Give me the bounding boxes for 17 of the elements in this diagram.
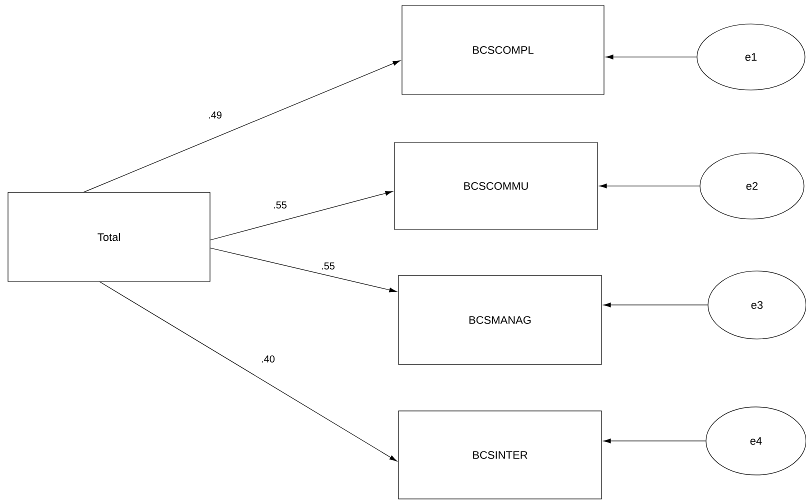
arrow — [210, 248, 397, 292]
arrow — [99, 281, 398, 462]
arrow — [83, 60, 400, 192]
variable-box: BCSCOMPL — [402, 5, 604, 95]
edge-label: .49 — [207, 110, 223, 120]
edge-label: .40 — [260, 354, 276, 364]
arrow — [603, 302, 708, 308]
arrow — [603, 438, 706, 444]
arrow — [606, 54, 697, 60]
variable-box: BCSCOMMU — [394, 142, 598, 230]
arrow — [599, 184, 700, 188]
edge-label: .55 — [320, 262, 336, 270]
variable-box: Total — [8, 192, 210, 282]
variable-box: BCSMANAG — [398, 275, 602, 365]
variable-box: BCSINTER — [398, 410, 602, 500]
arrow — [210, 190, 393, 240]
edge-label: .55 — [272, 200, 288, 210]
